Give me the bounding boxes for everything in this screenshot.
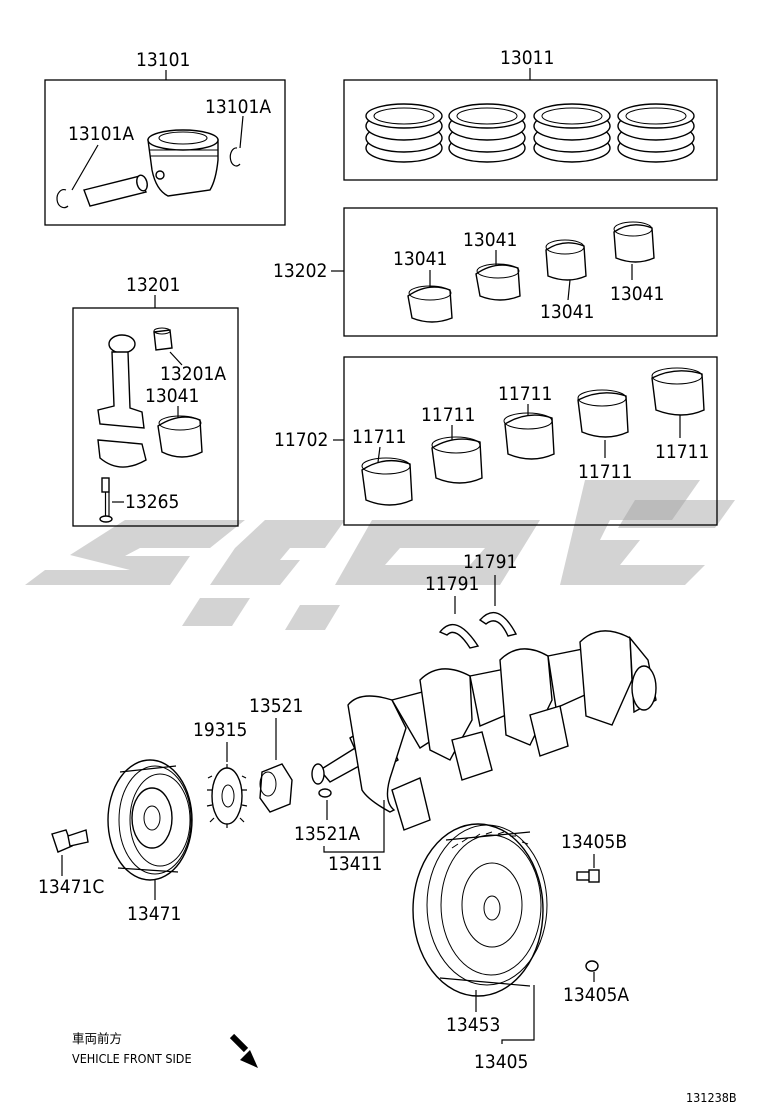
label-13101a-left: 13101A	[68, 123, 134, 145]
label-13521: 13521	[249, 695, 303, 717]
flywheel-bolt: 13405B	[561, 831, 627, 883]
ring-set-group: 13011	[343, 47, 718, 181]
connecting-rod	[97, 334, 147, 468]
label-13453: 13453	[446, 1014, 500, 1036]
conrod-bush	[153, 327, 173, 351]
crank-key	[318, 788, 332, 798]
snap-ring-left	[56, 189, 69, 209]
label-13201: 13201	[126, 274, 180, 296]
arrow-down-right-icon	[229, 1033, 258, 1068]
label-11711-4: 11711	[578, 461, 632, 483]
piston-ring-set-4	[617, 103, 695, 163]
crank-pulley-bolt: 13471C	[38, 829, 104, 898]
conrod-bearing-shell	[157, 415, 203, 458]
oil-pump-drive-sprocket: 19315	[193, 719, 247, 828]
piston-group: 13101 13101A 13101A	[44, 49, 286, 226]
flywheel-pin: 13405A	[563, 960, 629, 1006]
crank-bearing-group: 11702 11711 11711 11711 11711 11711	[274, 356, 718, 526]
conrod-bearing-group: 13202 13041 13041 13041 13041	[273, 207, 718, 337]
crankshaft-pulley: 13471	[107, 759, 193, 925]
piston-ring-set-3	[533, 103, 611, 163]
main-bearing-shell-4	[577, 389, 629, 438]
piston-ring-set-2	[448, 103, 526, 163]
direction-japanese: 車両前方	[72, 1031, 122, 1046]
label-13041-4: 13041	[610, 283, 664, 305]
main-bearing-shell-3	[503, 412, 555, 460]
piston-ring-set-1	[365, 103, 443, 163]
label-13405a: 13405A	[563, 984, 629, 1006]
label-13471c: 13471C	[38, 876, 104, 898]
label-13202: 13202	[273, 260, 327, 282]
label-13411: 13411	[328, 853, 382, 875]
conrod-bearing-shell-1	[407, 285, 453, 323]
main-bearing-shell-2	[431, 436, 483, 484]
label-19315: 19315	[193, 719, 247, 741]
piston-drawing	[147, 129, 219, 197]
piston-pin	[83, 174, 148, 207]
conrod-bearing-shell-4	[613, 221, 655, 263]
label-13011: 13011	[500, 47, 554, 69]
main-bearing-shell-1	[361, 457, 413, 506]
conrod-bearing-shell-3	[545, 239, 587, 281]
thrust-washer-2	[478, 611, 518, 637]
label-11791-lower: 11791	[425, 573, 479, 595]
direction-note: 車両前方 VEHICLE FRONT SIDE	[72, 1031, 258, 1068]
label-13041-rod: 13041	[145, 385, 199, 407]
label-13265: 13265	[125, 491, 179, 513]
conrod-group: 13201 13201A 13041 13265	[72, 274, 239, 527]
flywheel: 13453 13405	[412, 823, 548, 1073]
label-13405b: 13405B	[561, 831, 627, 853]
main-bearing-shell-5	[651, 367, 705, 416]
label-11711-1: 11711	[352, 426, 406, 448]
conrod-bolt	[99, 477, 113, 523]
label-13041-1: 13041	[393, 248, 447, 270]
snap-ring-right	[229, 147, 241, 167]
conrod-bearing-shell-2	[475, 263, 521, 301]
label-13101a-right: 13101A	[205, 96, 271, 118]
label-11791-upper: 11791	[463, 551, 517, 573]
watermark-logo	[25, 480, 735, 630]
label-11711-5: 11711	[655, 441, 709, 463]
label-11711-2: 11711	[421, 404, 475, 426]
label-13521a: 13521A	[294, 823, 360, 845]
thrust-washer-group: 11791 11791	[425, 551, 518, 649]
label-13101: 13101	[136, 49, 190, 71]
crankshaft	[311, 630, 657, 831]
label-13041-3: 13041	[540, 301, 594, 323]
label-13471: 13471	[127, 903, 181, 925]
figure-code: 131238B	[686, 1090, 737, 1105]
label-11702: 11702	[274, 429, 328, 451]
label-13201a: 13201A	[160, 363, 226, 385]
direction-english: VEHICLE FRONT SIDE	[72, 1051, 192, 1066]
label-13041-2: 13041	[463, 229, 517, 251]
thrust-washer-1	[438, 623, 480, 649]
label-11711-3: 11711	[498, 383, 552, 405]
crankshaft-timing-gear: 13521	[249, 695, 303, 813]
label-13405: 13405	[474, 1051, 528, 1073]
